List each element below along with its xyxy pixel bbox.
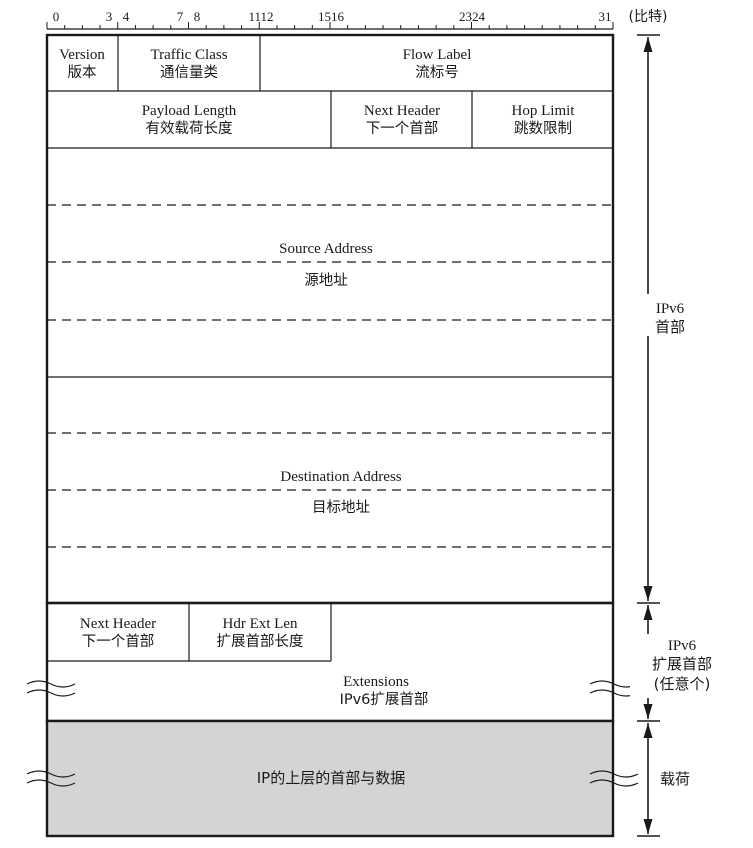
flow-label-field-label: Flow Label [403,47,472,63]
destination-address-label: Destination Address [280,469,401,485]
ext-next-header-label-zh: 下一个首部 [82,633,155,650]
tick-label-31: 31 [599,9,612,24]
extensions-label-zh: IPv6扩展首部 [340,691,429,708]
ruler-minor-ticks [46,22,614,29]
tick-label-11-12: 1112 [248,9,273,24]
payload-section: IP的上层的首部与数据 [45,719,615,838]
hop-limit-field-label: Hop Limit [512,103,576,119]
payload-block [45,719,615,838]
payload-range-label: 载荷 [660,770,690,788]
next-header-field-label-zh: 下一个首部 [366,120,439,137]
destination-address-label-zh: 目标地址 [312,499,370,516]
payload-label: IP的上层的首部与数据 [257,769,405,787]
ext-range-label-2: 扩展首部 [652,655,712,673]
tick-label-7: 7 [177,9,184,24]
tick-label-3: 3 [106,9,113,24]
ext-next-header-label: Next Header [80,616,156,632]
tick-label-4: 4 [123,9,130,24]
version-field-label-zh: 版本 [68,64,97,81]
ext-range-label-3: (任意个) [654,675,711,693]
ipv6-header: Version 版本 Traffic Class 通信量类 Flow Label… [45,33,615,605]
hdr-ext-len-label: Hdr Ext Len [223,616,298,632]
tick-label-8: 8 [194,9,201,24]
payload-length-field-label: Payload Length [142,103,237,119]
extension-headers: Next Header 下一个首部 Hdr Ext Len 扩展首部长度 Ext… [45,601,615,723]
bit-ruler: 0 3 4 7 8 1112 1516 2324 31 (比特) [46,9,668,30]
header-range-label-2: 首部 [655,318,685,336]
source-address-label-zh: 源地址 [304,272,348,289]
source-address-label: Source Address [279,241,373,257]
break-mark-ext-left [26,680,76,697]
break-mark-payload-right [589,770,639,787]
version-field-label: Version [59,47,105,63]
flow-label-field-label-zh: 流标号 [415,64,459,81]
traffic-class-field-label-zh: 通信量类 [160,64,218,81]
header-range-label-1: IPv6 [656,301,685,317]
payload-range-bracket [637,723,660,837]
hop-limit-field-label-zh: 跳数限制 [514,120,572,137]
tick-label-23-24: 2324 [459,9,486,24]
traffic-class-field-label: Traffic Class [150,47,227,63]
ext-range-bracket [630,605,728,722]
tick-label-15-16: 1516 [318,9,345,24]
extensions-label: Extensions [343,674,409,690]
tick-label-0: 0 [53,9,60,24]
payload-length-field-label-zh: 有效载荷长度 [146,120,233,137]
hdr-ext-len-label-zh: 扩展首部长度 [217,633,304,650]
next-header-field-label: Next Header [364,103,440,119]
ruler-unit-label: (比特) [629,9,668,25]
side-annotations: IPv6 首部 IPv6 扩展首部 (任意个) 载荷 [625,34,728,837]
break-marks [26,680,639,787]
ext-range-label-1: IPv6 [668,638,697,654]
break-mark-payload-left [26,770,76,787]
header-range-bracket [625,34,673,604]
